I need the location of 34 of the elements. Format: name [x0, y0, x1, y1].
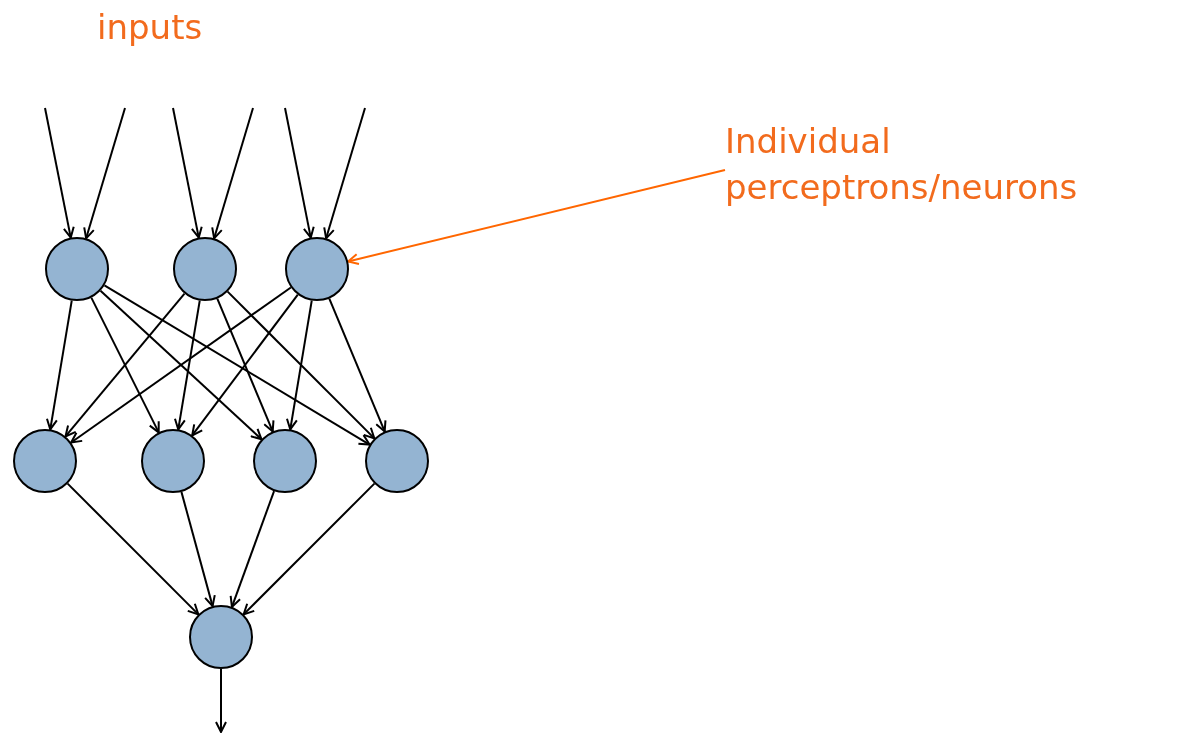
- neuron-circle: [173, 237, 237, 301]
- arrow: [216, 297, 275, 433]
- neuron-circle: [285, 237, 349, 301]
- arrow: [328, 297, 387, 433]
- arrow: [215, 668, 227, 733]
- arrow: [173, 299, 201, 431]
- arrow: [103, 284, 371, 446]
- arrow: [229, 490, 276, 608]
- neuron-circle: [189, 605, 253, 669]
- neuron-circle: [253, 429, 317, 493]
- arrow: [284, 107, 315, 239]
- arrow: [226, 290, 376, 440]
- heading-label: inputs: [97, 6, 203, 49]
- arrow: [70, 286, 292, 444]
- neuron-circle: [13, 429, 77, 493]
- neuron-circle: [141, 429, 205, 493]
- arrow: [180, 490, 216, 608]
- neuron-circle: [45, 237, 109, 301]
- arrow: [211, 107, 254, 240]
- arrow: [323, 107, 366, 240]
- arrow: [191, 293, 299, 437]
- leader-line: [347, 169, 726, 265]
- arrow: [242, 482, 376, 616]
- callout-text: Individual perceptrons/neurons: [725, 118, 1145, 210]
- arrow: [285, 299, 313, 431]
- arrow: [172, 107, 203, 239]
- arrow: [83, 107, 126, 240]
- arrow: [99, 289, 263, 441]
- arrow: [90, 296, 160, 434]
- arrow: [45, 299, 73, 431]
- arrow: [64, 292, 186, 438]
- arrow: [66, 482, 200, 616]
- arrow: [44, 107, 75, 239]
- neuron-circle: [365, 429, 429, 493]
